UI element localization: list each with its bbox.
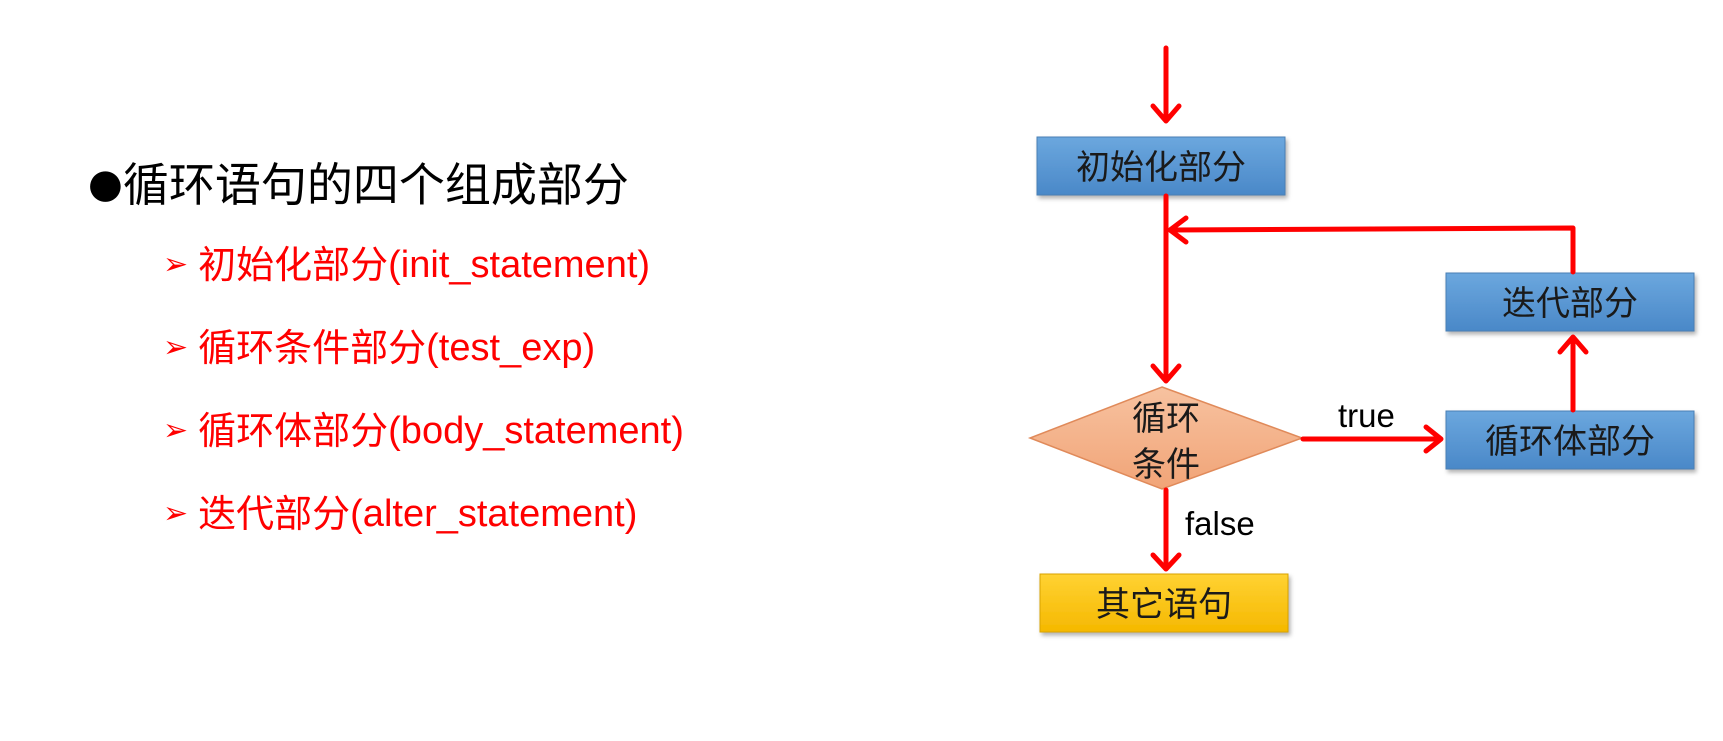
init-to-condition-arrowhead bbox=[1150, 363, 1182, 384]
list-item: ➢ 循环条件部分(test_exp) bbox=[163, 323, 684, 406]
iterate-box bbox=[1445, 272, 1695, 332]
section-heading: ●循环语句的四个组成部分 bbox=[88, 156, 629, 213]
component-list: ➢ 初始化部分(init_statement) ➢ 循环条件部分(test_ex… bbox=[163, 240, 684, 572]
true-arrowhead bbox=[1423, 424, 1444, 454]
item-en: (init_statement) bbox=[388, 244, 651, 286]
arrow-bullet-icon: ➢ bbox=[163, 496, 189, 531]
heading-text: 循环语句的四个组成部分 bbox=[122, 158, 629, 212]
list-item: ➢ 初始化部分(init_statement) bbox=[163, 240, 684, 323]
other-statement-label: 其它语句 bbox=[1096, 585, 1232, 625]
arrow-bullet-icon: ➢ bbox=[163, 413, 189, 448]
body-to-iterate-arrowhead bbox=[1557, 334, 1589, 355]
false-label: false bbox=[1185, 505, 1255, 542]
item-cn: 循环条件部分 bbox=[198, 326, 427, 370]
item-en: (test_exp) bbox=[426, 327, 596, 369]
false-arrowhead bbox=[1150, 552, 1182, 572]
item-en: (alter_statement) bbox=[350, 493, 638, 535]
loop-back-arrow bbox=[1169, 225, 1576, 275]
body-label: 循环体部分 bbox=[1485, 422, 1655, 462]
init-box bbox=[1036, 136, 1286, 196]
condition-label-line2: 条件 bbox=[1132, 445, 1200, 485]
item-cn: 初始化部分 bbox=[198, 243, 389, 287]
item-en: (body_statement) bbox=[388, 410, 684, 452]
item-cn: 循环体部分 bbox=[198, 409, 389, 453]
init-label: 初始化部分 bbox=[1076, 148, 1246, 188]
list-item: ➢ 迭代部分(alter_statement) bbox=[163, 489, 684, 572]
bullet-dot-icon: ● bbox=[88, 161, 123, 207]
body-box bbox=[1445, 410, 1695, 470]
entry-arrowhead bbox=[1150, 103, 1182, 124]
true-label: true bbox=[1338, 397, 1395, 434]
condition-label-line1: 循环 bbox=[1132, 399, 1200, 439]
loop-back-arrowhead bbox=[1167, 215, 1189, 245]
condition-diamond bbox=[1027, 386, 1305, 490]
other-statement-box bbox=[1039, 573, 1289, 633]
list-item: ➢ 循环体部分(body_statement) bbox=[163, 406, 684, 489]
item-cn: 迭代部分 bbox=[198, 492, 351, 536]
iterate-label: 迭代部分 bbox=[1502, 284, 1638, 324]
arrow-bullet-icon: ➢ bbox=[163, 330, 189, 365]
arrow-bullet-icon: ➢ bbox=[163, 247, 189, 282]
